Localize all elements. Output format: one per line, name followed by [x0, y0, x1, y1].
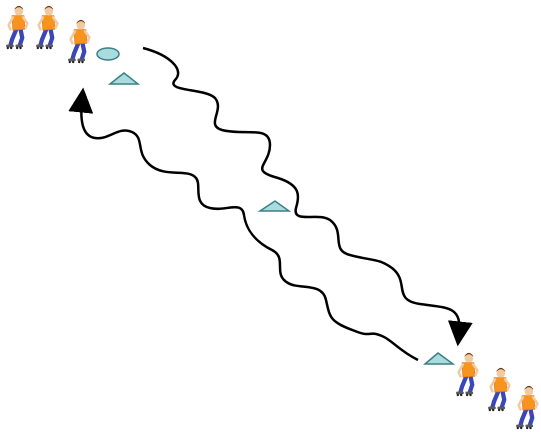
top-skater-group	[6, 6, 89, 63]
cone-icon	[110, 73, 138, 84]
skater-icon	[516, 386, 537, 429]
disc-cone-icon	[97, 48, 119, 60]
skater-icon	[456, 353, 477, 396]
cone-icon	[425, 353, 453, 364]
path-down-right	[143, 48, 459, 334]
skater-icon	[6, 6, 27, 49]
skater-icon	[36, 6, 57, 49]
bottom-skater-group	[456, 353, 537, 429]
skater-icon	[68, 20, 89, 63]
cone-icon	[260, 201, 289, 211]
path-up-left	[81, 100, 418, 360]
skater-icon	[488, 368, 509, 411]
